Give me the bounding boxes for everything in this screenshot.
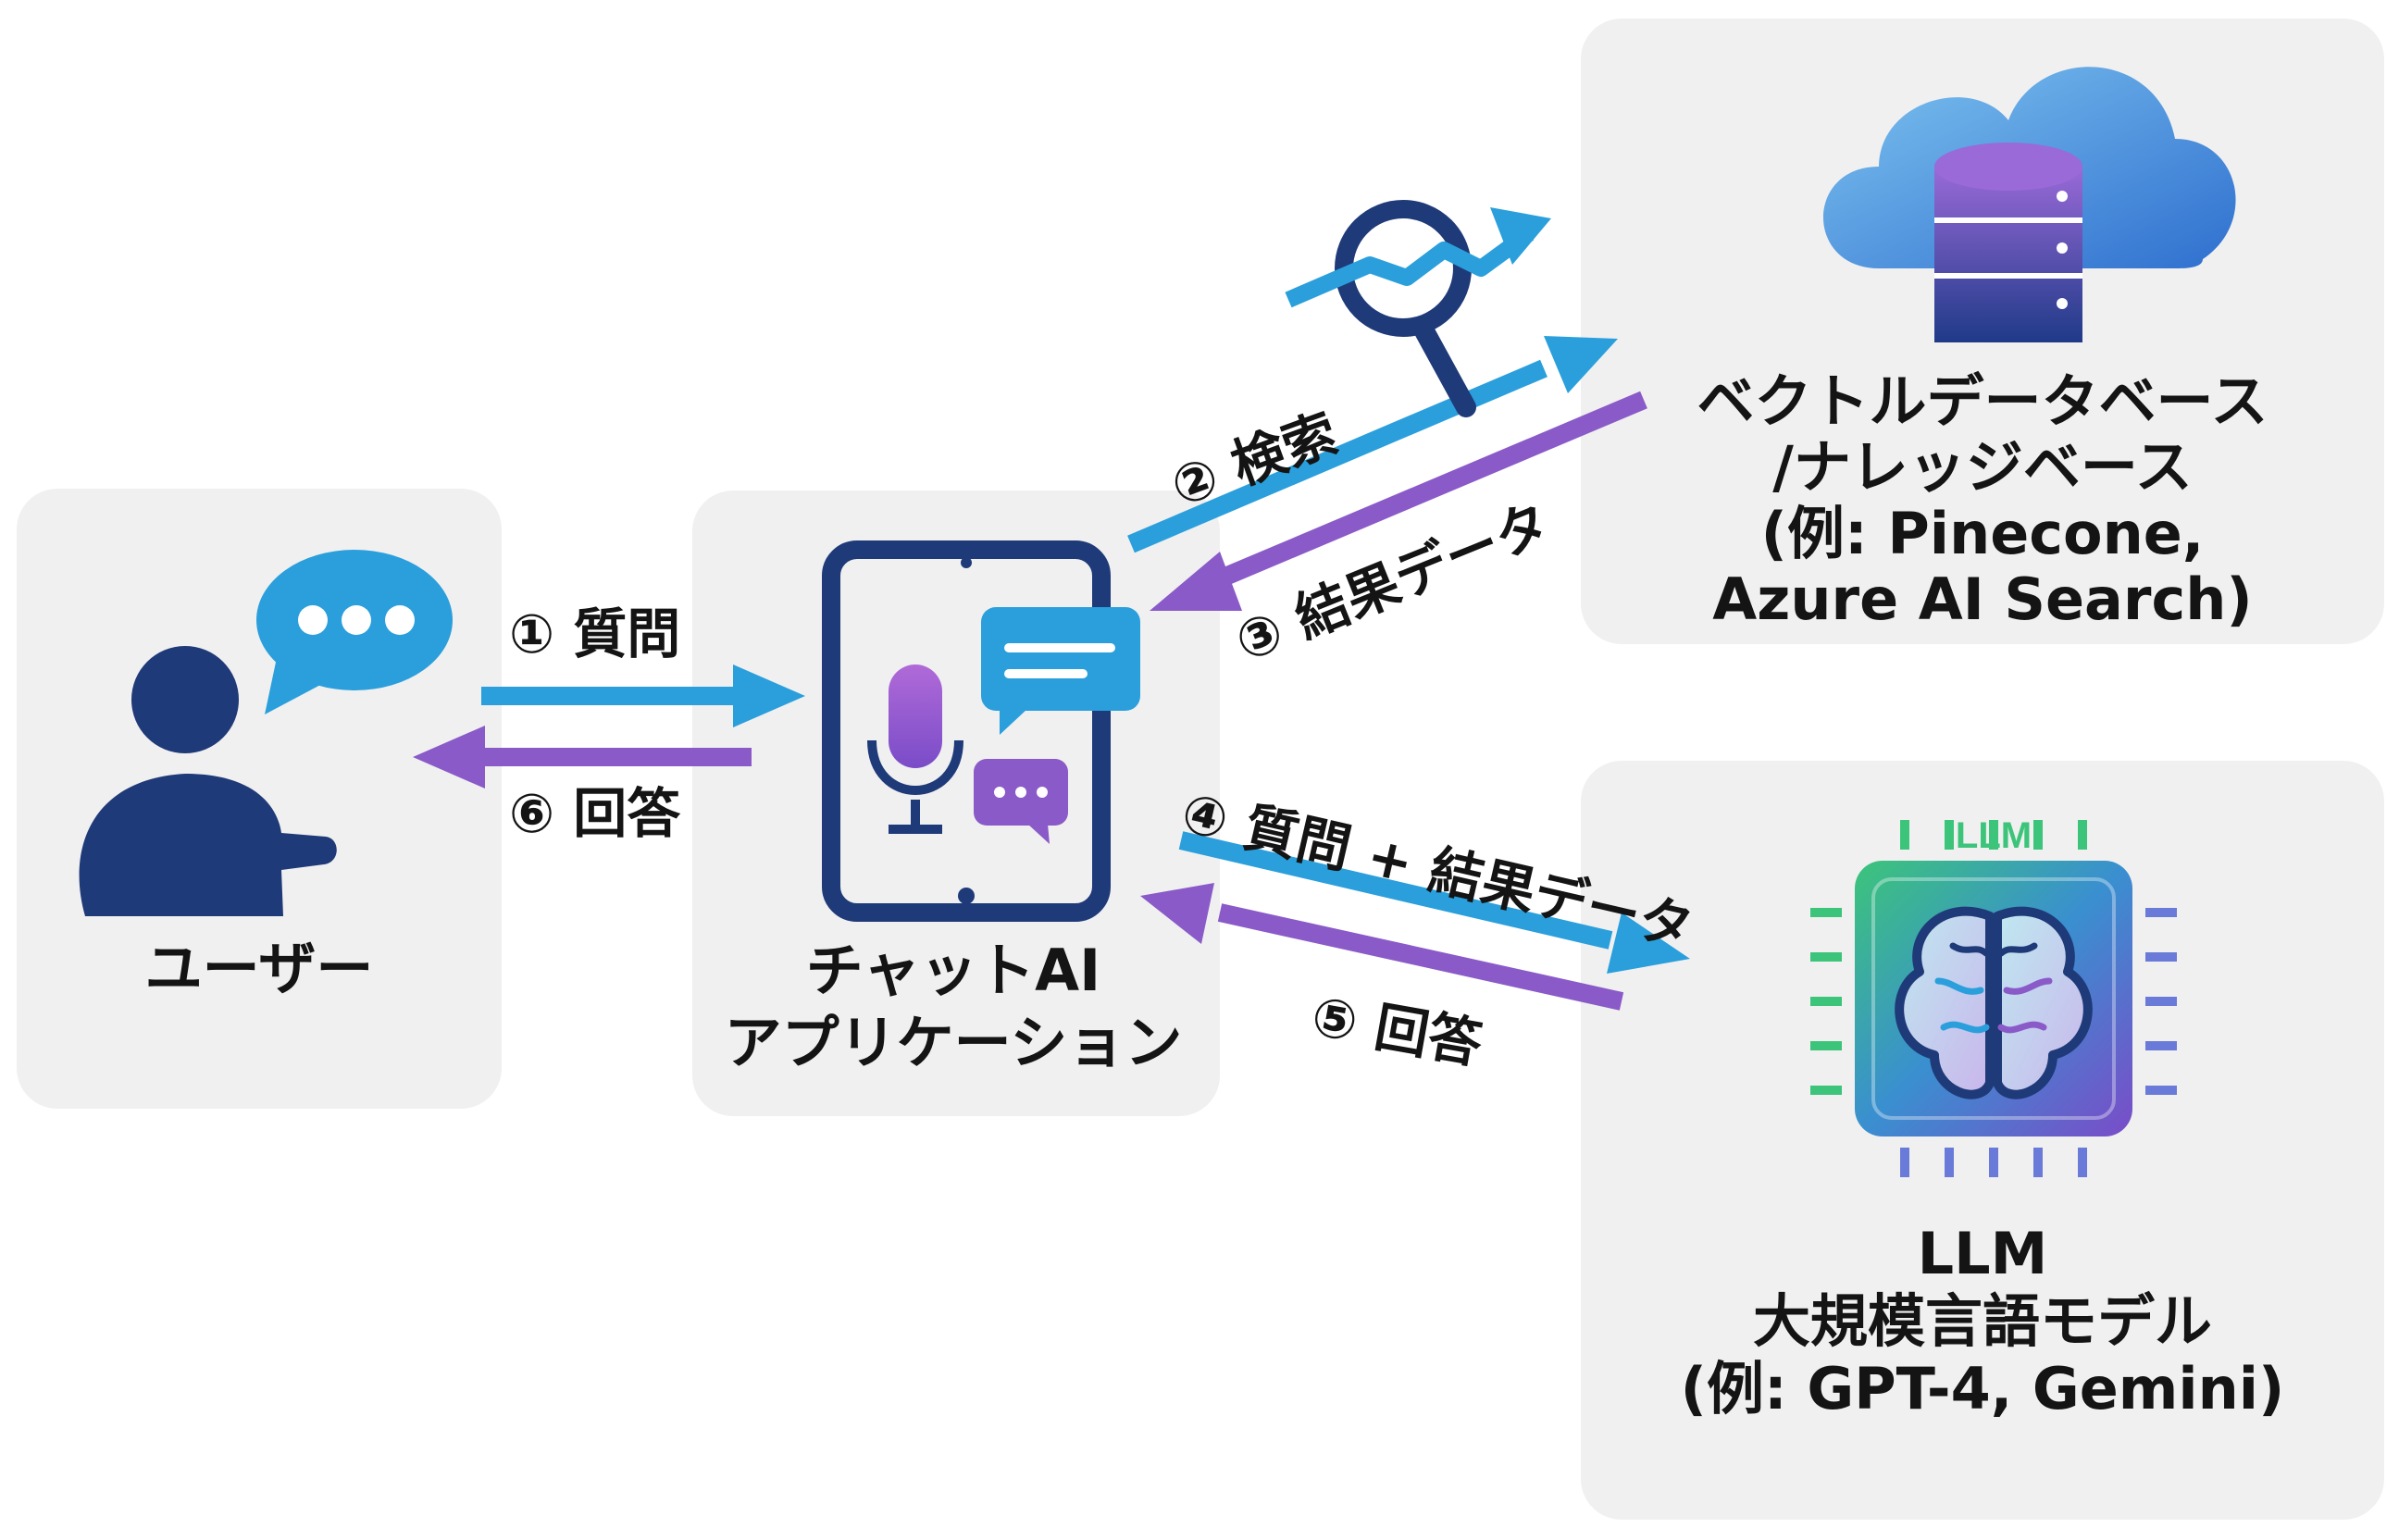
step-6-label: ⑥ 回答 bbox=[509, 782, 681, 845]
app-label: チャットAI アプリケーション bbox=[676, 935, 1231, 1078]
microphone-icon bbox=[867, 664, 963, 834]
arrow-step1 bbox=[481, 664, 805, 727]
app-panel bbox=[692, 491, 1220, 1116]
chat-bubble-icon bbox=[974, 607, 1140, 844]
db-label-line1: ベクトルデータベース bbox=[1697, 367, 2268, 435]
person-icon bbox=[79, 646, 337, 916]
llm-label-line3: (例: GPT-4, Gemini) bbox=[1680, 1355, 2285, 1423]
arrow-step3 bbox=[1150, 391, 1647, 611]
db-label-line4: Azure AI Search) bbox=[1712, 565, 2253, 633]
database-icon bbox=[1934, 143, 2082, 342]
chip-text: LLM bbox=[1956, 815, 2032, 856]
brain-icon bbox=[1895, 906, 2093, 1099]
tablet-icon bbox=[822, 540, 1111, 922]
app-label-line1: チャットAI bbox=[805, 937, 1101, 1004]
app-label-line2: アプリケーション bbox=[724, 1008, 1183, 1076]
db-label-line2: /ナレッジベース bbox=[1772, 433, 2193, 502]
user-label: ユーザー bbox=[144, 935, 374, 1002]
arrow-step4 bbox=[1178, 831, 1690, 974]
llm-label: LLM 大規模言語モデル (例: GPT-4, Gemini) bbox=[1581, 1220, 2384, 1422]
llm-label-line1: LLM bbox=[1917, 1220, 2048, 1287]
step-1-label: ① 質問 bbox=[509, 602, 681, 665]
arrow-step5 bbox=[1140, 883, 1624, 1011]
db-label-line3: (例: Pinecone, bbox=[1760, 499, 2205, 567]
arrow-step6 bbox=[413, 726, 752, 789]
search-magnifier-icon bbox=[1285, 200, 1551, 417]
llm-label-line2: 大規模言語モデル bbox=[1752, 1287, 2212, 1356]
speech-bubble-icon bbox=[256, 550, 453, 714]
arrow-step2 bbox=[1127, 336, 1618, 553]
vector-db-label: ベクトルデータベース /ナレッジベース (例: Pinecone, Azure … bbox=[1581, 368, 2384, 632]
